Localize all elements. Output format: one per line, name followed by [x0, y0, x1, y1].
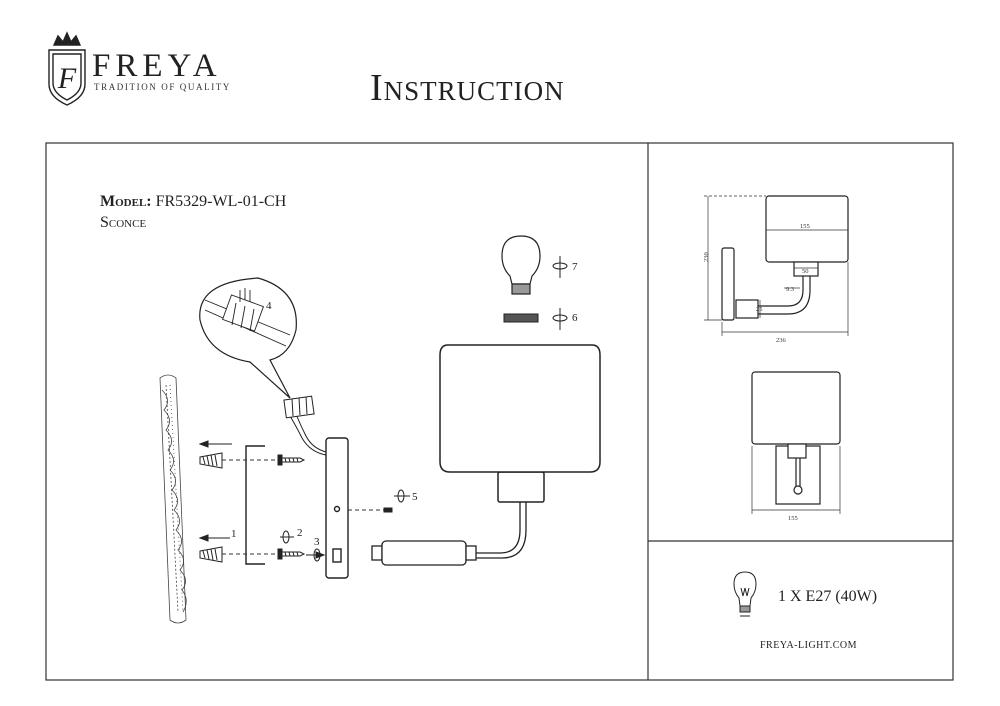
wall-plug-upper [199, 452, 223, 469]
frame [45, 142, 954, 681]
dim-arm-diameter: 9.3 [786, 286, 794, 293]
dim-depth: 236 [776, 337, 787, 344]
bulb-spec-icon [733, 571, 757, 617]
brand-name: FREYA [92, 48, 222, 84]
rotate-icon-step-6 [552, 308, 568, 330]
arrow-step-3 [306, 548, 326, 562]
step-label-7: 7 [572, 261, 578, 273]
side-view [721, 195, 849, 321]
rotate-icon-step-2 [280, 530, 294, 544]
wall-plug-lower [199, 546, 223, 563]
dim-height: 230 [703, 252, 710, 262]
page-title: Instruction [370, 67, 565, 109]
socket-ring [503, 313, 539, 323]
brand-tagline: TRADITION OF QUALITY [94, 82, 231, 92]
arrow-step-1 [198, 534, 230, 542]
side-view-dimension-lines [704, 195, 849, 336]
front-view-dimension-lines [751, 446, 841, 514]
dim-front-width: 155 [788, 515, 798, 522]
step-label-4: 4 [266, 300, 272, 312]
lamp-arm [371, 500, 527, 566]
screw-lower [277, 548, 306, 560]
step-label-6: 6 [572, 312, 578, 324]
lamp-shade [439, 344, 601, 503]
step-label-3: 3 [314, 536, 320, 548]
model-line: Model: FR5329-WL-01-CH [100, 193, 286, 211]
model-code: FR5329-WL-01-CH [155, 193, 287, 210]
wiring-detail-callout [199, 277, 297, 399]
dim-stem-width: 50 [802, 268, 809, 275]
terminal-block [283, 395, 315, 419]
model-label: Model: [100, 193, 152, 210]
dim-backplate: 25 [756, 306, 763, 313]
arrow-upper [198, 440, 232, 448]
product-type: Sconce [100, 214, 147, 231]
lamp-wires [289, 413, 327, 456]
mounting-bracket [245, 445, 265, 565]
front-view [751, 371, 841, 505]
step-label-1: 1 [231, 528, 237, 540]
rotate-icon-step-7 [552, 256, 568, 278]
bulb-icon [501, 235, 541, 295]
step-label-2: 2 [297, 527, 303, 539]
website-link[interactable]: FREYA-LIGHT.COM [760, 640, 858, 651]
screw-upper [277, 454, 306, 466]
step-label-5: 5 [412, 491, 418, 503]
screw-step-5 [383, 489, 410, 513]
dim-shade-width: 155 [800, 223, 810, 230]
lamp-backplate [325, 437, 349, 579]
bulb-spec: 1 X E27 (40W) [778, 588, 878, 605]
wall-surface [159, 374, 187, 624]
